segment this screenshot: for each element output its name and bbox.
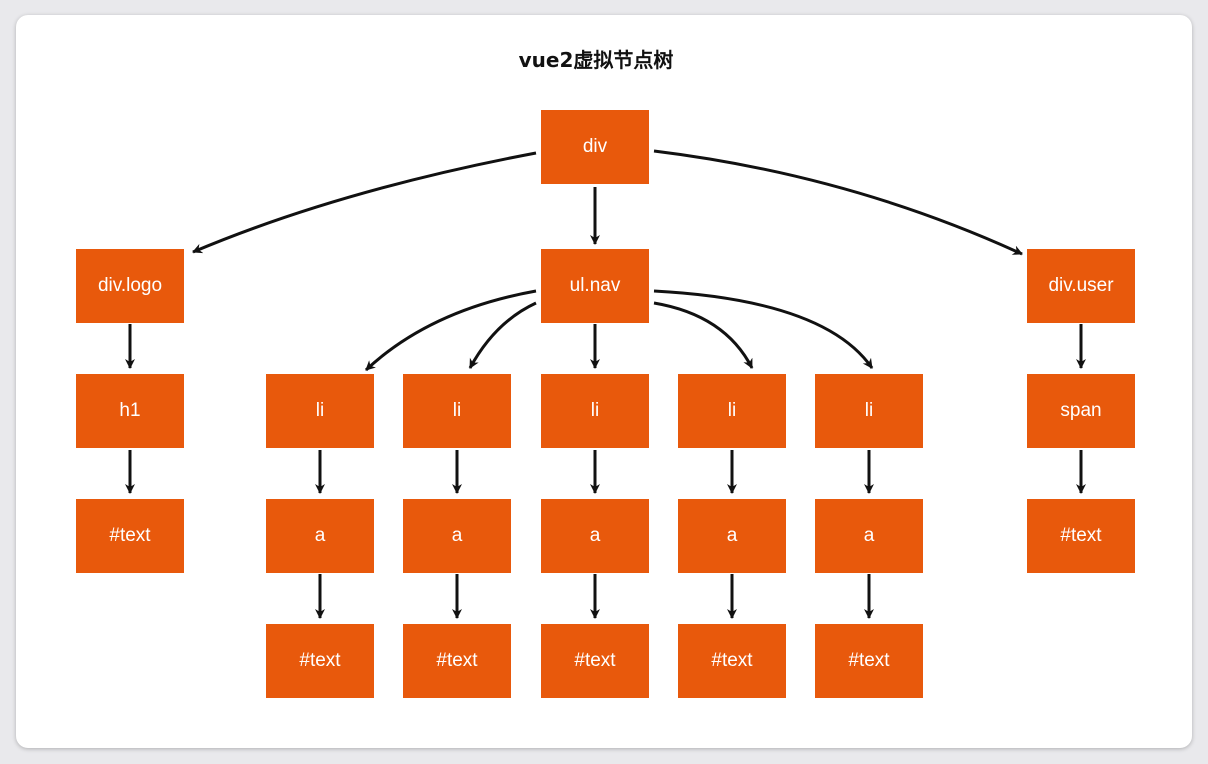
node-li-text-3: #text [541,624,649,698]
node-logo-text: #text [76,499,184,573]
edge-nav-li5 [653,289,874,369]
node-a-3: a [541,499,649,573]
node-div-user: div.user [1027,249,1135,323]
node-h1: h1 [76,374,184,448]
node-a-5: a [815,499,923,573]
node-div-logo: div.logo [76,249,184,323]
node-li-text-2: #text [403,624,511,698]
node-li-3: li [541,374,649,448]
node-span-text: #text [1027,499,1135,573]
node-li-text-4: #text [678,624,786,698]
node-ul-nav: ul.nav [541,249,649,323]
node-a-1: a [266,499,374,573]
edge-root-user [653,149,1023,256]
edge-nav-li4 [653,301,754,369]
edge-nav-li1 [364,289,537,372]
edge-root-logo [192,151,537,254]
node-div-root: div [541,110,649,184]
diagram-title: vue2虚拟节点树 [518,48,674,72]
node-a-4: a [678,499,786,573]
node-li-text-1: #text [266,624,374,698]
node-li-4: li [678,374,786,448]
node-a-2: a [403,499,511,573]
edge-nav-li2 [468,301,537,369]
node-li-2: li [403,374,511,448]
node-li-text-5: #text [815,624,923,698]
node-span: span [1027,374,1135,448]
node-li-5: li [815,374,923,448]
node-li-1: li [266,374,374,448]
